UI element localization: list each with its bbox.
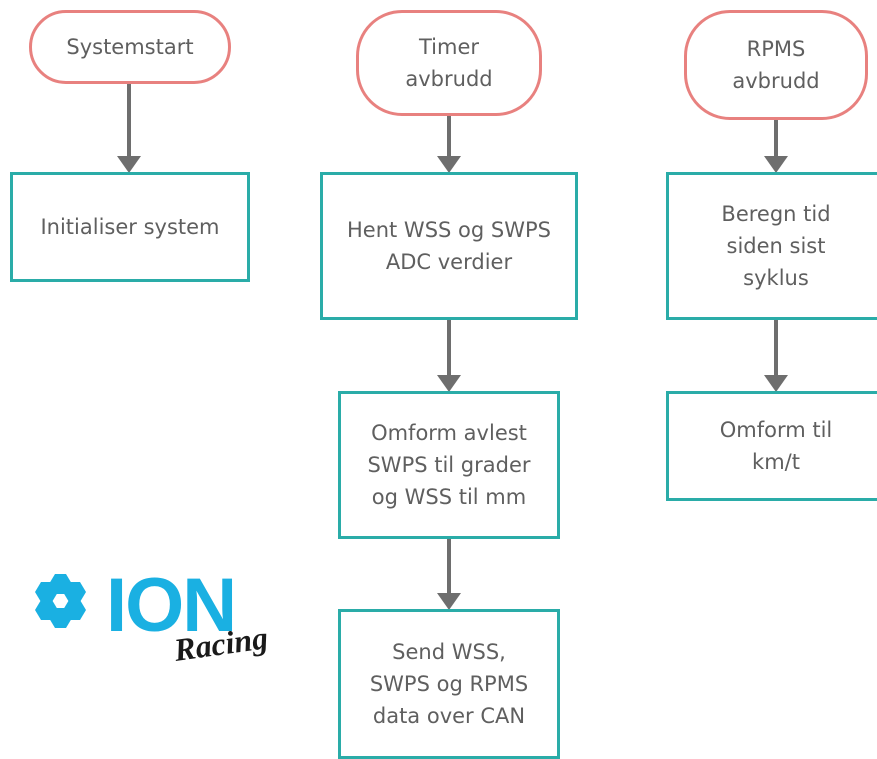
process-initialiser-system: Initialiser system bbox=[10, 172, 250, 282]
process-omform-til-kmt: Omform til km/t bbox=[666, 391, 877, 501]
arrowhead-omform bbox=[437, 375, 461, 392]
arrowhead-omform-kmt bbox=[764, 375, 788, 392]
hexagon-cluster-icon bbox=[35, 574, 86, 628]
process-beregn-tid: Beregn tid siden sist syklus bbox=[666, 172, 877, 320]
terminal-timer-avbrudd: Timer avbrudd bbox=[356, 10, 542, 116]
ion-racing-logo: ION Racing bbox=[35, 565, 270, 668]
arrowhead-init bbox=[117, 156, 141, 173]
arrowhead-hent bbox=[437, 156, 461, 173]
arrowhead-send bbox=[437, 593, 461, 610]
process-omform-avlest: Omform avlest SWPS til grader og WSS til… bbox=[338, 391, 560, 539]
process-hent-adc-verdier: Hent WSS og SWPS ADC verdier bbox=[320, 172, 578, 320]
ion-wordmark: ION bbox=[106, 565, 235, 648]
terminal-systemstart: Systemstart bbox=[29, 10, 231, 84]
arrowhead-beregn bbox=[764, 156, 788, 173]
terminal-rpms-avbrudd: RPMS avbrudd bbox=[684, 10, 868, 120]
process-send-over-can: Send WSS, SWPS og RPMS data over CAN bbox=[338, 609, 560, 759]
